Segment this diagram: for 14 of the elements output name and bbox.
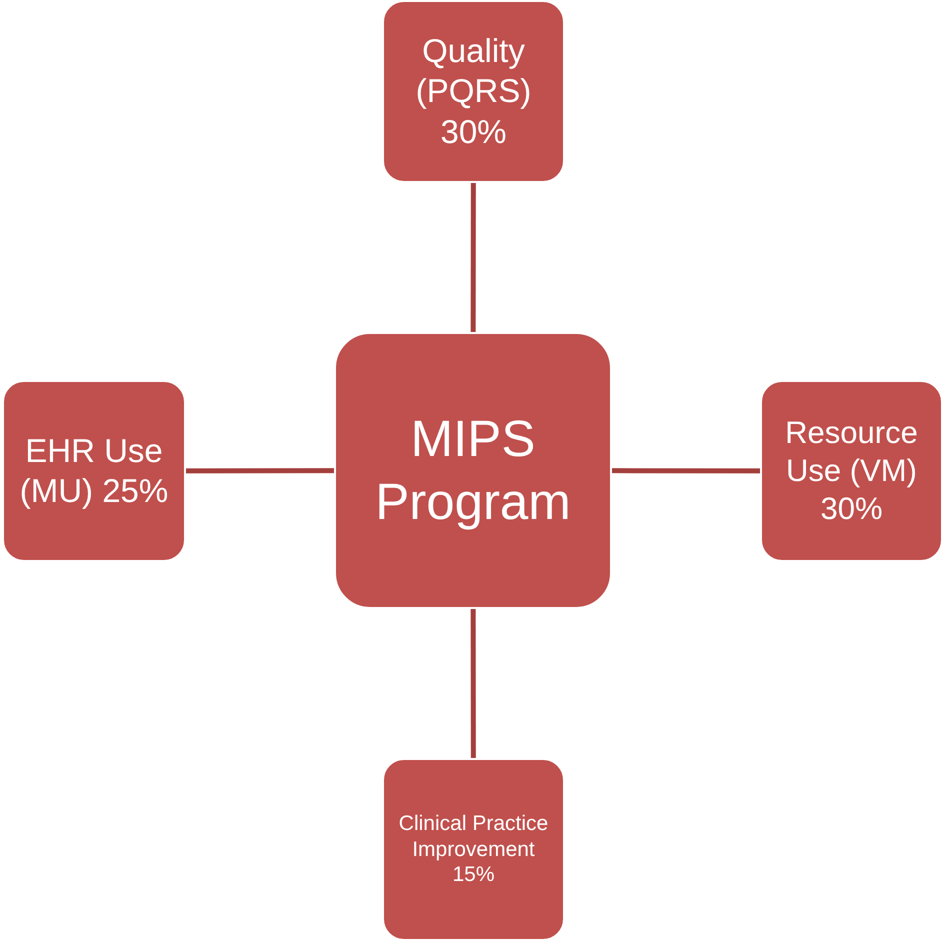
rounded-box: [382, 758, 565, 941]
node-label: Resource Use (VM) 30%: [784, 414, 919, 528]
connector-line: [470, 183, 476, 332]
rounded-box: [2, 380, 186, 562]
connector-line: [186, 468, 334, 474]
node-label: Clinical Practice Improvement 15%: [398, 811, 550, 888]
node-label: EHR Use (MU) 25%: [18, 430, 170, 511]
connector-line: [470, 609, 476, 758]
node-label: Quality (PQRS) 30%: [414, 31, 532, 152]
connector-line: [612, 468, 760, 474]
node-label: MIPS Program: [374, 409, 572, 532]
rounded-box: [382, 0, 565, 183]
rounded-box: [760, 380, 943, 562]
rounded-box: [334, 332, 612, 609]
